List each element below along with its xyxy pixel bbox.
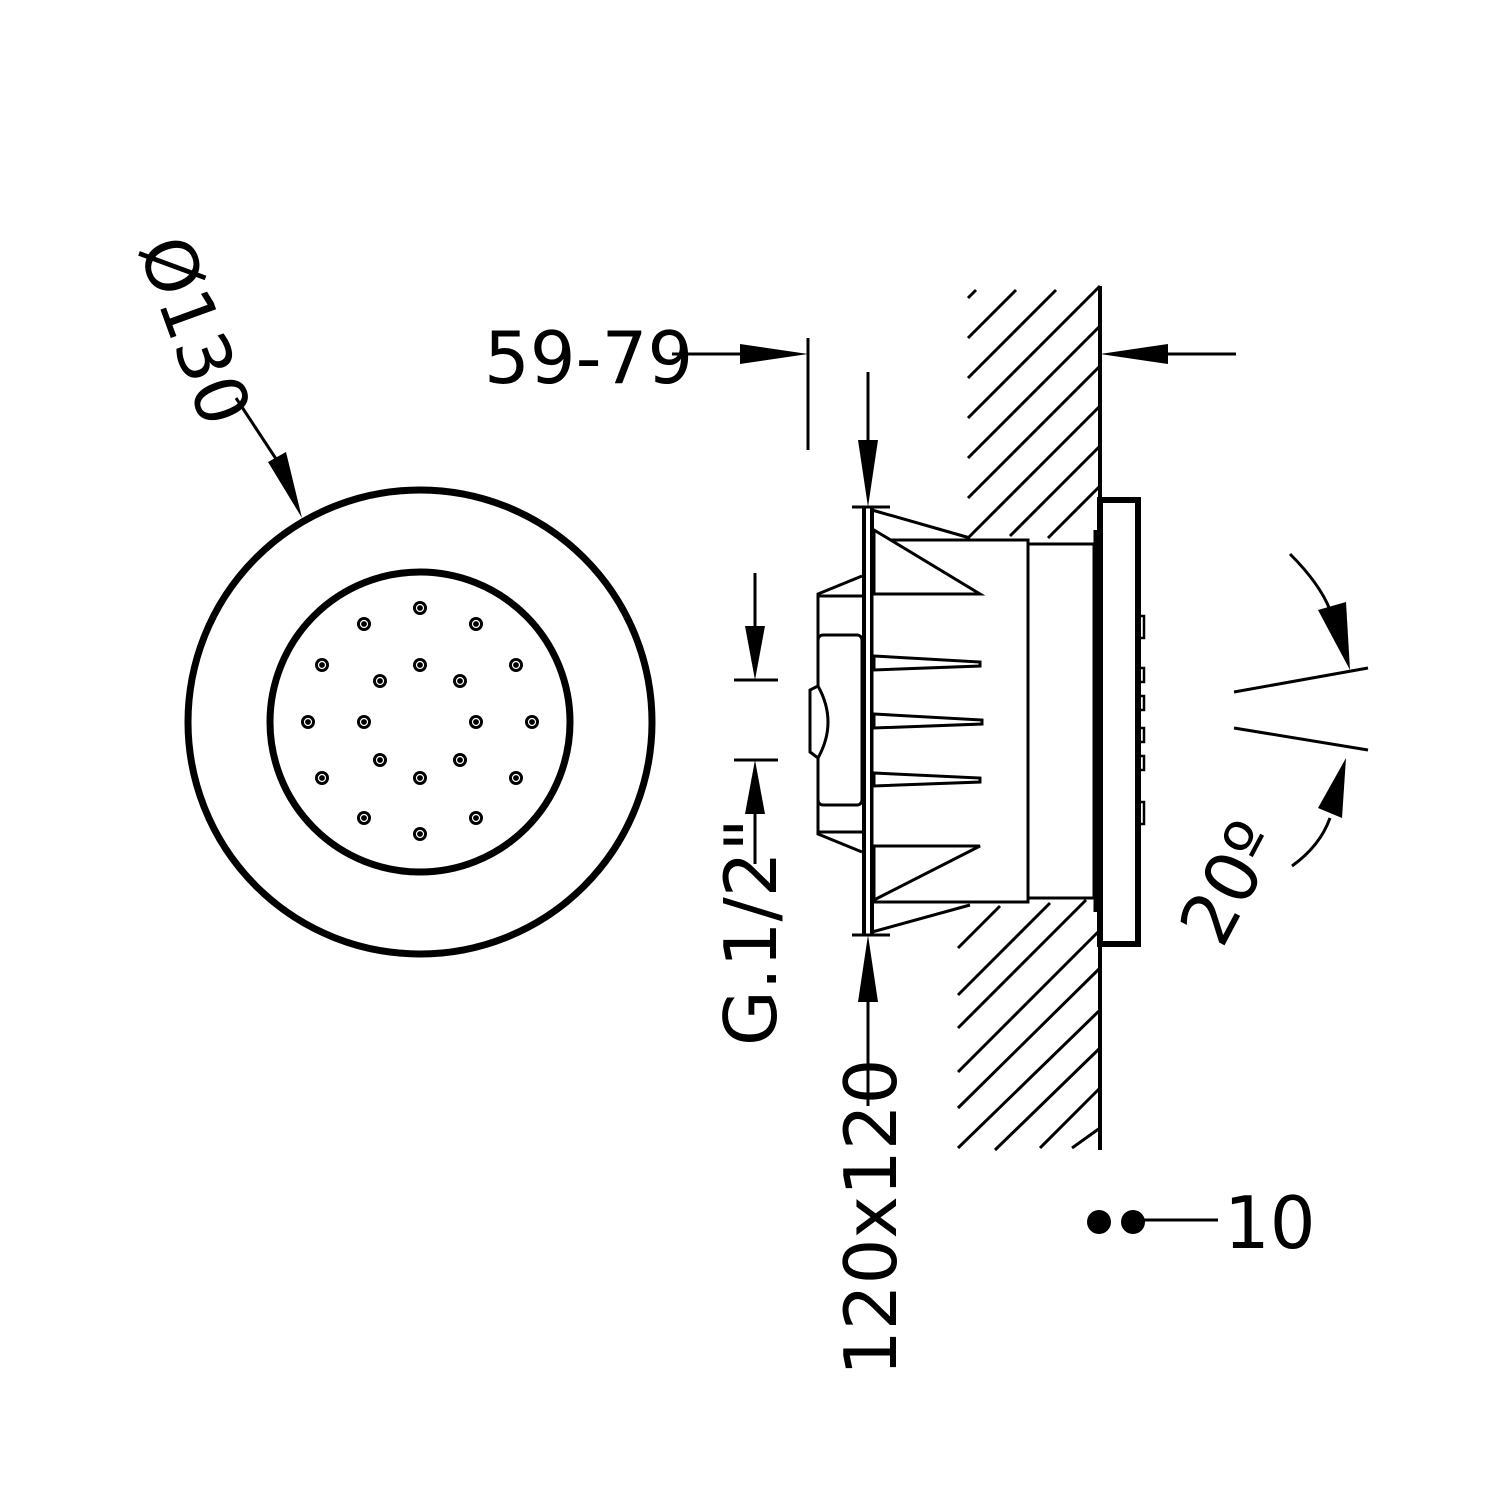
angle-label: 20º [1163, 808, 1296, 958]
nozzle-icon [453, 674, 467, 688]
nozzle-icon [301, 715, 315, 729]
nozzle-icon [469, 811, 483, 825]
nozzle-icon [357, 617, 371, 631]
thread-dimension: G.1/2" [709, 573, 793, 1046]
depth-dimension: 59-79 [484, 316, 1236, 450]
side-view [808, 497, 1146, 947]
nozzle-icon [413, 658, 427, 672]
outer-rim-circle [184, 486, 656, 958]
diameter-label: Ø130 [122, 225, 267, 436]
angle-dimension: 20º [1163, 552, 1369, 958]
flow-rate-value: 10 [1224, 1181, 1316, 1265]
cutout-label: 120x120 [829, 1059, 913, 1376]
nozzle-icon [315, 658, 329, 672]
nozzle-icon [373, 674, 387, 688]
nozzle-icon [413, 601, 427, 615]
nozzle-icon [315, 771, 329, 785]
nozzle-icon [525, 715, 539, 729]
nozzle-icon [469, 715, 483, 729]
nozzle-icon [357, 811, 371, 825]
nozzle-icon [509, 771, 523, 785]
cutout-dimension: 120x120 [829, 372, 913, 1376]
flow-rate-indicator: 10 [1087, 1181, 1316, 1265]
thread-label: G.1/2" [709, 818, 793, 1046]
nozzle-icon [509, 658, 523, 672]
nozzle-icon [453, 753, 467, 767]
depth-label: 59-79 [484, 316, 693, 400]
nozzle-icon [413, 771, 427, 785]
nozzle-icon [373, 753, 387, 767]
nozzle-icon [413, 827, 427, 841]
diameter-dimension: Ø130 [122, 225, 302, 518]
nozzle-icon [357, 715, 371, 729]
nozzle-icon [469, 617, 483, 631]
nozzle-grid [301, 601, 539, 841]
nozzle-plate-circle [266, 568, 574, 876]
two-dots-flow-icon [1087, 1210, 1218, 1234]
